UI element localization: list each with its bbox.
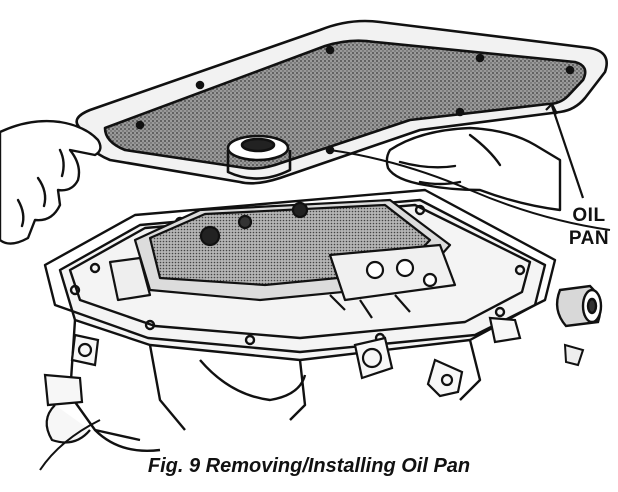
- oil-pan-leader: [545, 102, 585, 199]
- oil-pan-part: [75, 19, 608, 185]
- valve-body: [108, 198, 457, 319]
- right-hand: [385, 126, 562, 212]
- left-hand: [0, 119, 102, 245]
- callout-line-2: PAN: [568, 228, 610, 249]
- background-contour: [39, 149, 611, 471]
- oil-pan-callout-label: OIL PAN: [562, 204, 616, 250]
- filter-cylinder: [555, 284, 603, 328]
- figure-caption: Fig. 9 Removing/Installing Oil Pan: [147, 455, 471, 477]
- callout-line-1: OIL: [572, 205, 606, 226]
- small-fitting: [563, 343, 585, 367]
